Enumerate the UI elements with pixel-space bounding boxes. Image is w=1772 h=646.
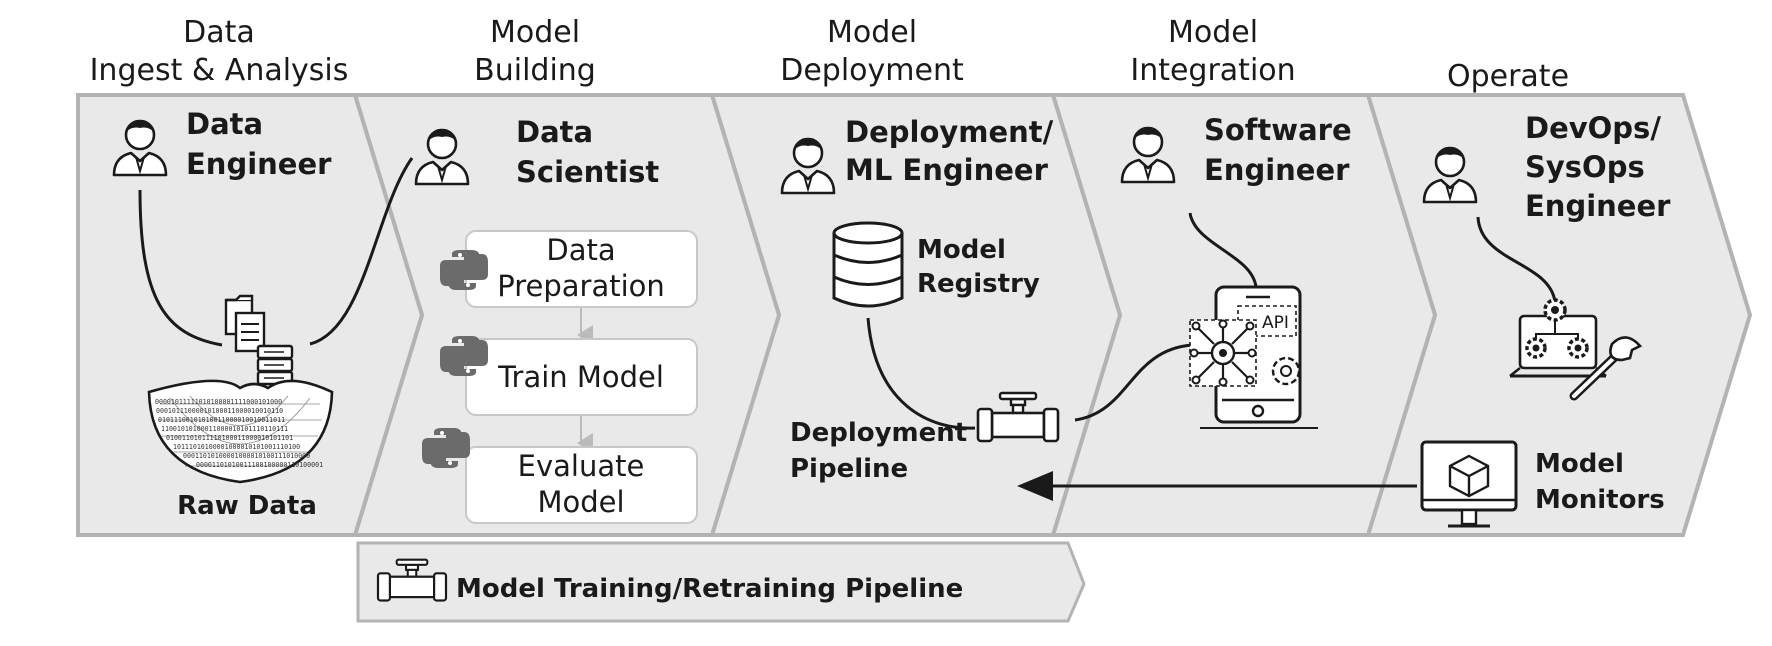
software-engineer-line2: Engineer (1204, 153, 1350, 187)
data-scientist-line1: Data (516, 115, 593, 149)
svg-text:000011010100111001000001101000: 00001101010011100100000110100001 (196, 461, 323, 469)
data-engineer-line1: Data (186, 107, 263, 141)
model-monitors-line2: Monitors (1535, 485, 1665, 515)
devops-engineer-line1: DevOps/ (1525, 111, 1661, 145)
svg-text:110010101000110000101011101101: 11001010100011000010101110110111 (161, 425, 288, 433)
connector-registry-to-pipeline (866, 317, 976, 430)
train-model-label: Train Model (497, 360, 664, 394)
header-building-line1: Model (490, 15, 580, 50)
evaluate-model-line1: Evaluate (518, 449, 645, 483)
data-preparation-line1: Data (546, 233, 615, 267)
gears-wrench-icon (1509, 298, 1643, 401)
evaluate-model-line2: Model (537, 485, 624, 519)
data-preparation-line2: Preparation (497, 269, 665, 303)
connector-software-engineer-to-app (1188, 212, 1258, 288)
training-pipeline-label: Model Training/Retraining Pipeline (456, 574, 963, 604)
header-deployment-line2: Deployment (780, 53, 964, 88)
ml-engineer-line2: ML Engineer (845, 153, 1049, 187)
api-label: API (1262, 313, 1289, 333)
software-engineer-line1: Software (1204, 113, 1352, 147)
data-lake-bowl (147, 379, 334, 484)
connector-data-engineer-to-raw-data (138, 189, 223, 347)
files-database-icon (224, 294, 294, 386)
svg-text:000101110000101000110000100101: 00010111000010100011000010010110 (156, 407, 283, 415)
header-building-line2: Building (474, 53, 596, 88)
header-operate: Operate (1447, 59, 1569, 94)
database-icon (832, 221, 904, 308)
devops-engineer-line3: Engineer (1525, 189, 1671, 223)
train-model-box (465, 338, 698, 416)
model-registry-line2: Registry (917, 269, 1040, 299)
monitor-icon (1420, 440, 1518, 528)
evaluate-model-box (465, 446, 698, 524)
model-registry-line1: Model (917, 235, 1006, 265)
model-monitors-line1: Model (1535, 449, 1624, 479)
deployment-pipeline-line2: Pipeline (790, 454, 908, 484)
connector-devops-to-gears (1476, 216, 1557, 303)
api-app-icon (1189, 285, 1318, 429)
connector-pipeline-to-app (1074, 343, 1193, 422)
header-ingest-line2: Ingest & Analysis (90, 53, 349, 88)
deployment-pipeline-line1: Deployment (790, 418, 967, 448)
raw-data-label: Raw Data (177, 491, 317, 521)
header-integration-line1: Model (1168, 15, 1258, 50)
svg-text:000110101000010000101001110100: 00011010100001000010100111010000 (183, 452, 310, 460)
header-integration-line2: Integration (1130, 53, 1295, 88)
header-ingest-line1: Data (183, 15, 255, 50)
devops-engineer-line2: SysOps (1525, 150, 1645, 184)
data-engineer-line2: Engineer (186, 147, 332, 181)
training-pipeline-banner (356, 541, 1086, 623)
header-deployment-line1: Model (827, 15, 917, 50)
connector-raw-data-to-scientist (309, 157, 414, 346)
data-scientist-line2: Scientist (516, 155, 659, 189)
svg-text:000010111110101000011110001010: 00001011111010100001111000101000 (155, 398, 282, 406)
svg-text:101110101000010000101010011101: 10111010100001000010101001110100 (173, 443, 300, 451)
svg-text:010011010111101000110000101011: 01001101011110100011000010101101 (166, 434, 293, 442)
ml-engineer-line1: Deployment/ (845, 115, 1054, 149)
